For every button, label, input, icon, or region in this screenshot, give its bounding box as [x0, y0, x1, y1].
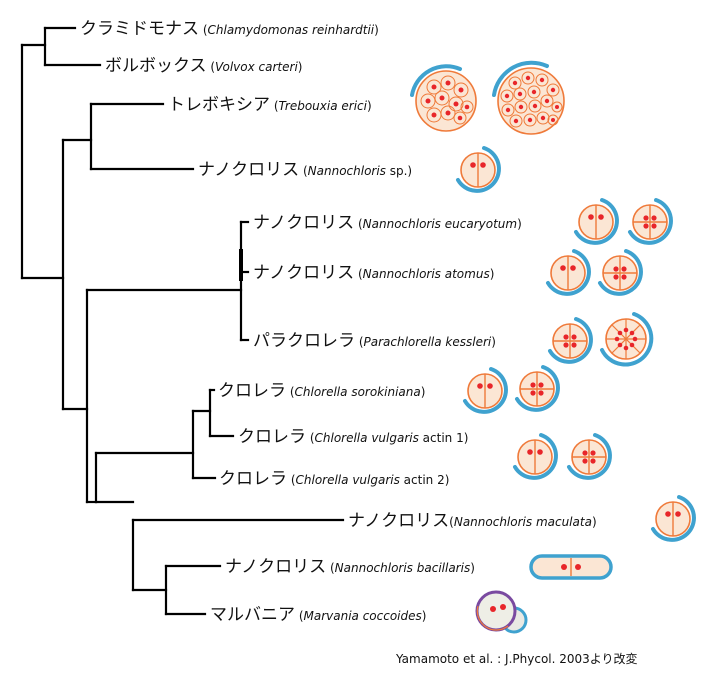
- taxon-label: クロレラ (Chlorella sorokiniana): [218, 381, 425, 401]
- cell-illustrations: [410, 60, 696, 634]
- cell-two-daughter: [463, 367, 508, 414]
- cell-two-daughter: [651, 495, 696, 542]
- cell-four-daughter: [548, 317, 593, 364]
- taxon-label: クロレラ (Chlorella vulgaris actin 2): [219, 469, 449, 489]
- source-credit: Yamamoto et al. : J.Phycol. 2003より改変: [396, 652, 638, 666]
- cell-four-daughter: [598, 249, 643, 296]
- taxon-label: マルバニア (Marvania coccoides): [210, 605, 426, 625]
- taxon-label: クロレラ (Chlorella vulgaris actin 1): [238, 427, 468, 447]
- taxon-label: ナノクロリス (Nannochloris eucaryotum): [253, 213, 522, 233]
- taxon-label: ボルボックス (Volvox carteri): [105, 56, 302, 76]
- budding-cell: [475, 590, 528, 634]
- taxon-label: ナノクロリス (Nannochloris bacillaris): [225, 557, 475, 577]
- taxon-label: トレボキシア (Trebouxia erici): [168, 95, 372, 115]
- cell-two-daughter: [546, 249, 591, 296]
- rod-cell: [529, 554, 613, 580]
- cell-eight-daughter: [600, 312, 654, 367]
- cell-four-daughter: [567, 433, 612, 480]
- trebouxia-colony-large: [492, 60, 565, 135]
- taxon-label: クラミドモナス (Chlamydomonas reinhardtii): [80, 19, 379, 39]
- tree-branches: [20, 26, 345, 616]
- taxon-label: ナノクロリス(Nannochloris maculata): [348, 511, 597, 531]
- cell-two-daughter: [456, 146, 501, 193]
- taxon-labels: クラミドモナス (Chlamydomonas reinhardtii) ボルボッ…: [80, 19, 597, 625]
- taxon-label: ナノクロリス (Nannochloris sp.): [198, 160, 412, 180]
- taxon-label: ナノクロリス (Nannochloris atomus): [253, 263, 494, 283]
- cell-two-daughter: [574, 198, 619, 245]
- cell-four-daughter: [628, 198, 673, 245]
- cell-two-daughter: [513, 433, 558, 480]
- cell-four-daughter: [515, 365, 560, 412]
- trebouxia-colony-small: [410, 64, 477, 132]
- taxon-label: パラクロレラ (Parachlorella kessleri): [253, 331, 496, 351]
